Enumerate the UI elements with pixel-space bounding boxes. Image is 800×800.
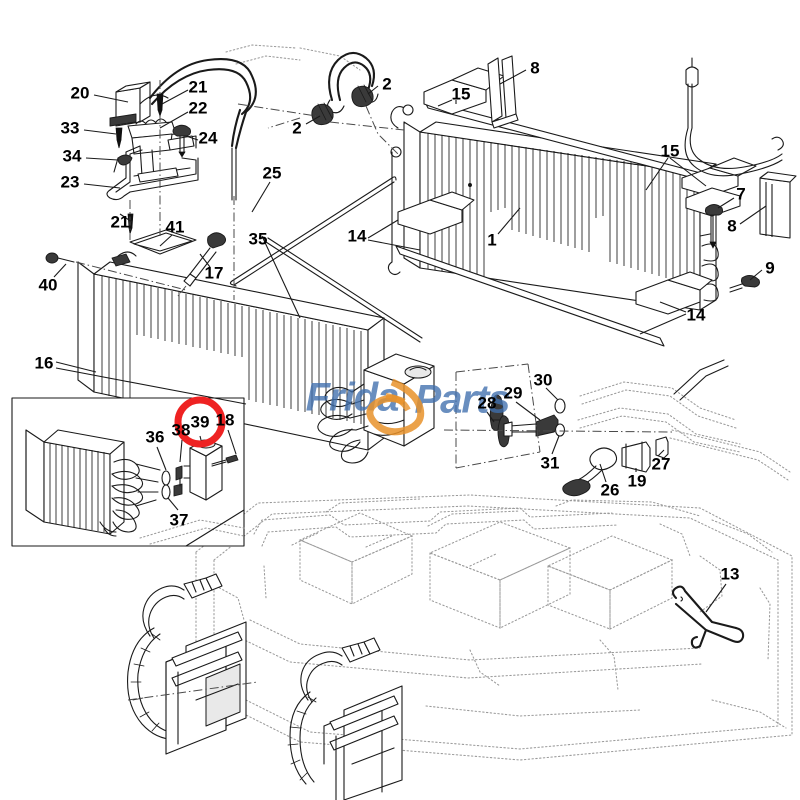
part-15-clip-right-b	[685, 187, 741, 217]
callout-number-9[interactable]: 9	[765, 258, 775, 278]
part-8-seal-strip-right	[759, 171, 797, 239]
blower-assembly-left	[127, 573, 259, 755]
part-41-gasket-pad	[129, 229, 197, 255]
callout-number-30[interactable]: 30	[533, 370, 553, 390]
part-2-clamp-b	[311, 102, 334, 126]
callout-number-27[interactable]: 27	[651, 454, 671, 474]
callout-number-38[interactable]: 38	[171, 420, 191, 440]
callout-number-15[interactable]: 15	[451, 84, 471, 104]
callout-number-25[interactable]: 25	[262, 163, 282, 183]
callout-number-19[interactable]: 19	[627, 471, 647, 491]
callout-number-22[interactable]: 22	[188, 98, 208, 118]
callout-number-2[interactable]: 2	[382, 74, 392, 94]
callout-number-35[interactable]: 35	[248, 229, 268, 249]
part-2-clamp-a	[351, 84, 374, 108]
callout-number-14[interactable]: 14	[347, 226, 367, 246]
callout-number-39[interactable]: 39	[190, 412, 210, 432]
detail-inset-box	[11, 397, 245, 547]
callout-leader-lines	[53, 69, 767, 613]
part-15-clip-right-a	[681, 157, 757, 197]
part-40-screw	[45, 252, 187, 291]
callout-number-20[interactable]: 20	[70, 83, 90, 103]
callout-number-41[interactable]: 41	[165, 217, 185, 237]
part-8-seal-strip-top	[487, 55, 519, 129]
callout-number-1[interactable]: 1	[487, 230, 497, 250]
callout-number-24[interactable]: 24	[198, 128, 218, 148]
callout-number-7[interactable]: 7	[736, 184, 746, 204]
callout-number-21[interactable]: 21	[110, 212, 130, 232]
highlight-circle-39	[174, 396, 226, 448]
callout-number-34[interactable]: 34	[62, 146, 82, 166]
callout-number-31[interactable]: 31	[540, 453, 560, 473]
part-17-bolt	[177, 232, 227, 297]
callout-number-36[interactable]: 36	[145, 427, 165, 447]
callout-number-40[interactable]: 40	[38, 275, 58, 295]
sensor-cable-probe	[684, 57, 784, 177]
part-14-mount-bracket-left	[397, 191, 475, 235]
phantom-chassis-outline	[195, 494, 793, 761]
callout-number-8[interactable]: 8	[727, 216, 737, 236]
part-35-tube	[265, 237, 423, 343]
callout-number-8[interactable]: 8	[530, 58, 540, 78]
callout-number-18[interactable]: 18	[215, 410, 235, 430]
subassembly-receiver-drier-bracket	[106, 58, 257, 300]
right-fitting-cluster	[443, 359, 791, 497]
callout-number-29[interactable]: 29	[503, 383, 523, 403]
callout-number-2[interactable]: 2	[292, 118, 302, 138]
phantom-upper-right	[225, 44, 361, 71]
callout-number-13[interactable]: 13	[720, 564, 740, 584]
callout-number-21[interactable]: 21	[188, 77, 208, 97]
part-14-rail-left	[395, 245, 665, 347]
callout-number-14[interactable]: 14	[686, 305, 706, 325]
part-14-mount-bracket-right	[635, 271, 713, 315]
callout-number-33[interactable]: 33	[60, 118, 80, 138]
callout-number-23[interactable]: 23	[60, 172, 80, 192]
callout-number-28[interactable]: 28	[477, 393, 497, 413]
part-13-bracket	[671, 585, 745, 649]
callout-number-37[interactable]: 37	[169, 510, 189, 530]
callout-number-26[interactable]: 26	[600, 480, 620, 500]
part-2-hose-assembly	[237, 51, 405, 155]
blower-assembly-right	[287, 637, 403, 800]
callout-number-17[interactable]: 17	[204, 263, 224, 283]
part-9-screw	[729, 275, 760, 293]
callout-number-15[interactable]: 15	[660, 141, 680, 161]
callout-number-16[interactable]: 16	[34, 353, 54, 373]
part-7-screw	[704, 204, 724, 249]
